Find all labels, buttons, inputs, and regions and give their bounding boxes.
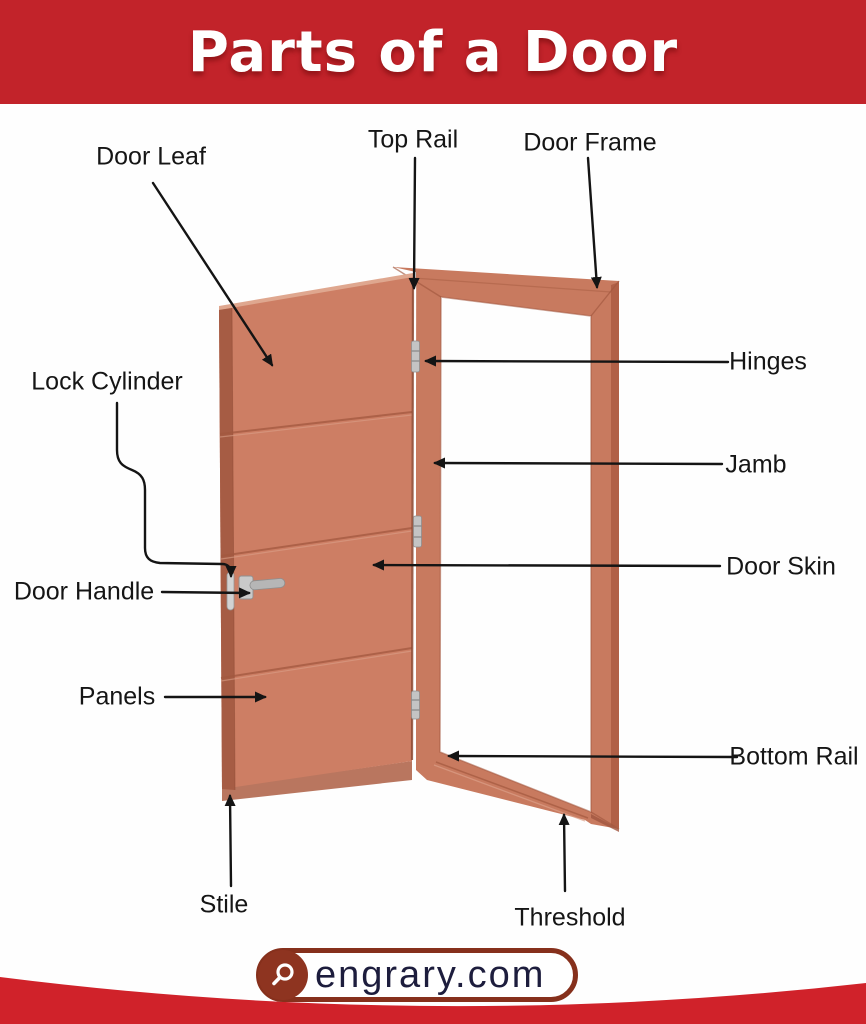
frame-right-edge-shade: [611, 282, 619, 828]
footer-wave: [0, 977, 866, 1024]
panel-grooves: [219, 411, 413, 679]
site-name: engrary.com: [315, 953, 546, 996]
label-panels: Panels: [78, 682, 156, 711]
arrow-door-skin: [372, 559, 722, 571]
stile-strip: [219, 308, 235, 790]
arrow-door-handle: [160, 587, 251, 599]
title-banner: Parts of a Door: [0, 0, 866, 104]
arrow-threshold: [558, 813, 570, 893]
label-lock-cylinder: Lock Cylinder: [31, 367, 183, 396]
arrow-jamb: [433, 457, 724, 469]
label-door-frame: Door Frame: [523, 128, 657, 157]
leader-arrows: [115, 156, 739, 893]
label-hinges: Hinges: [729, 347, 807, 376]
label-door-skin: Door Skin: [726, 552, 836, 581]
door-bottom-edge-face: [222, 761, 412, 801]
hinges-graphic: [411, 340, 422, 720]
search-icon: [272, 963, 294, 986]
handle-lever-graphic: [249, 578, 286, 591]
page-title: Parts of a Door: [187, 19, 679, 85]
arrow-stile: [224, 794, 236, 888]
label-jamb: Jamb: [725, 450, 787, 479]
label-bottom-rail: Bottom Rail: [729, 742, 859, 771]
label-threshold: Threshold: [514, 903, 626, 932]
door-top-edge-face: [219, 273, 413, 311]
frame-post-bottom-face: [591, 814, 619, 832]
label-stile: Stile: [199, 890, 249, 919]
arrow-door-frame: [586, 156, 602, 289]
arrow-hinges: [424, 355, 730, 367]
door-skin-face: [219, 277, 413, 789]
logo-badge: [258, 950, 308, 1000]
door-frame-graphic: [392, 266, 620, 832]
arrow-lock-cylinder: [115, 401, 237, 578]
lock-cylinder-graphic: [226, 571, 235, 611]
hinge-icon: [411, 690, 420, 720]
label-door-leaf: Door Leaf: [96, 142, 206, 171]
hinge-icon: [413, 515, 422, 548]
threshold-groove: [435, 761, 589, 819]
site-logo: engrary.com: [256, 948, 579, 1002]
arrow-door-leaf: [151, 181, 274, 367]
door-leaf-graphic: [219, 273, 417, 801]
hinge-icon: [411, 340, 420, 373]
label-top-rail: Top Rail: [367, 125, 459, 154]
arrow-top-rail: [408, 156, 420, 290]
label-door-handle: Door Handle: [13, 577, 155, 606]
arrow-bottom-rail: [447, 750, 739, 762]
